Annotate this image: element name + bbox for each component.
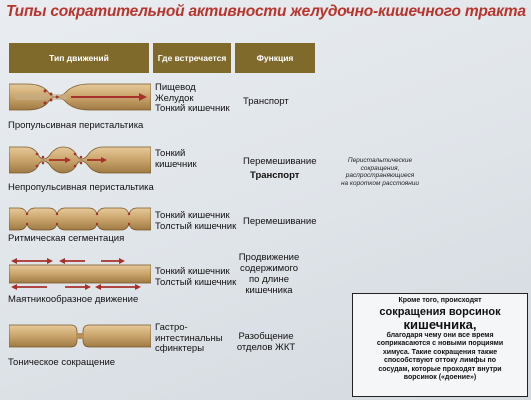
row-name: Маятникообразное движение xyxy=(8,294,139,305)
header-type: Тип движений xyxy=(9,43,149,73)
row-name: Тоническое сокращение xyxy=(8,357,116,368)
row-function-secondary: Транспорт xyxy=(250,170,300,181)
tonic-contraction-diagram xyxy=(9,324,151,348)
pendular-movement-diagram xyxy=(9,258,151,290)
header-where: Где встречается xyxy=(153,43,231,73)
propulsive-peristalsis-diagram xyxy=(9,83,151,111)
row-name: Непропульсивная перистальтика xyxy=(8,182,154,193)
rhythmic-segmentation-diagram xyxy=(9,207,151,231)
header-function: Функция xyxy=(235,43,315,73)
row-name: Ритмическая сегментация xyxy=(8,233,125,244)
row-function: Перемешивание xyxy=(243,156,317,167)
row-function: Перемешивание xyxy=(243,216,317,227)
page-title: Типы сократительной активности желудочно… xyxy=(6,3,526,20)
row-name: Пропульсивная перистальтика xyxy=(8,120,144,131)
villi-contraction-note-box: Кроме того, происходят сокращения ворсин… xyxy=(352,293,528,397)
row-function: Транспорт xyxy=(243,96,289,107)
nonpropulsive-peristalsis-diagram xyxy=(9,146,151,174)
